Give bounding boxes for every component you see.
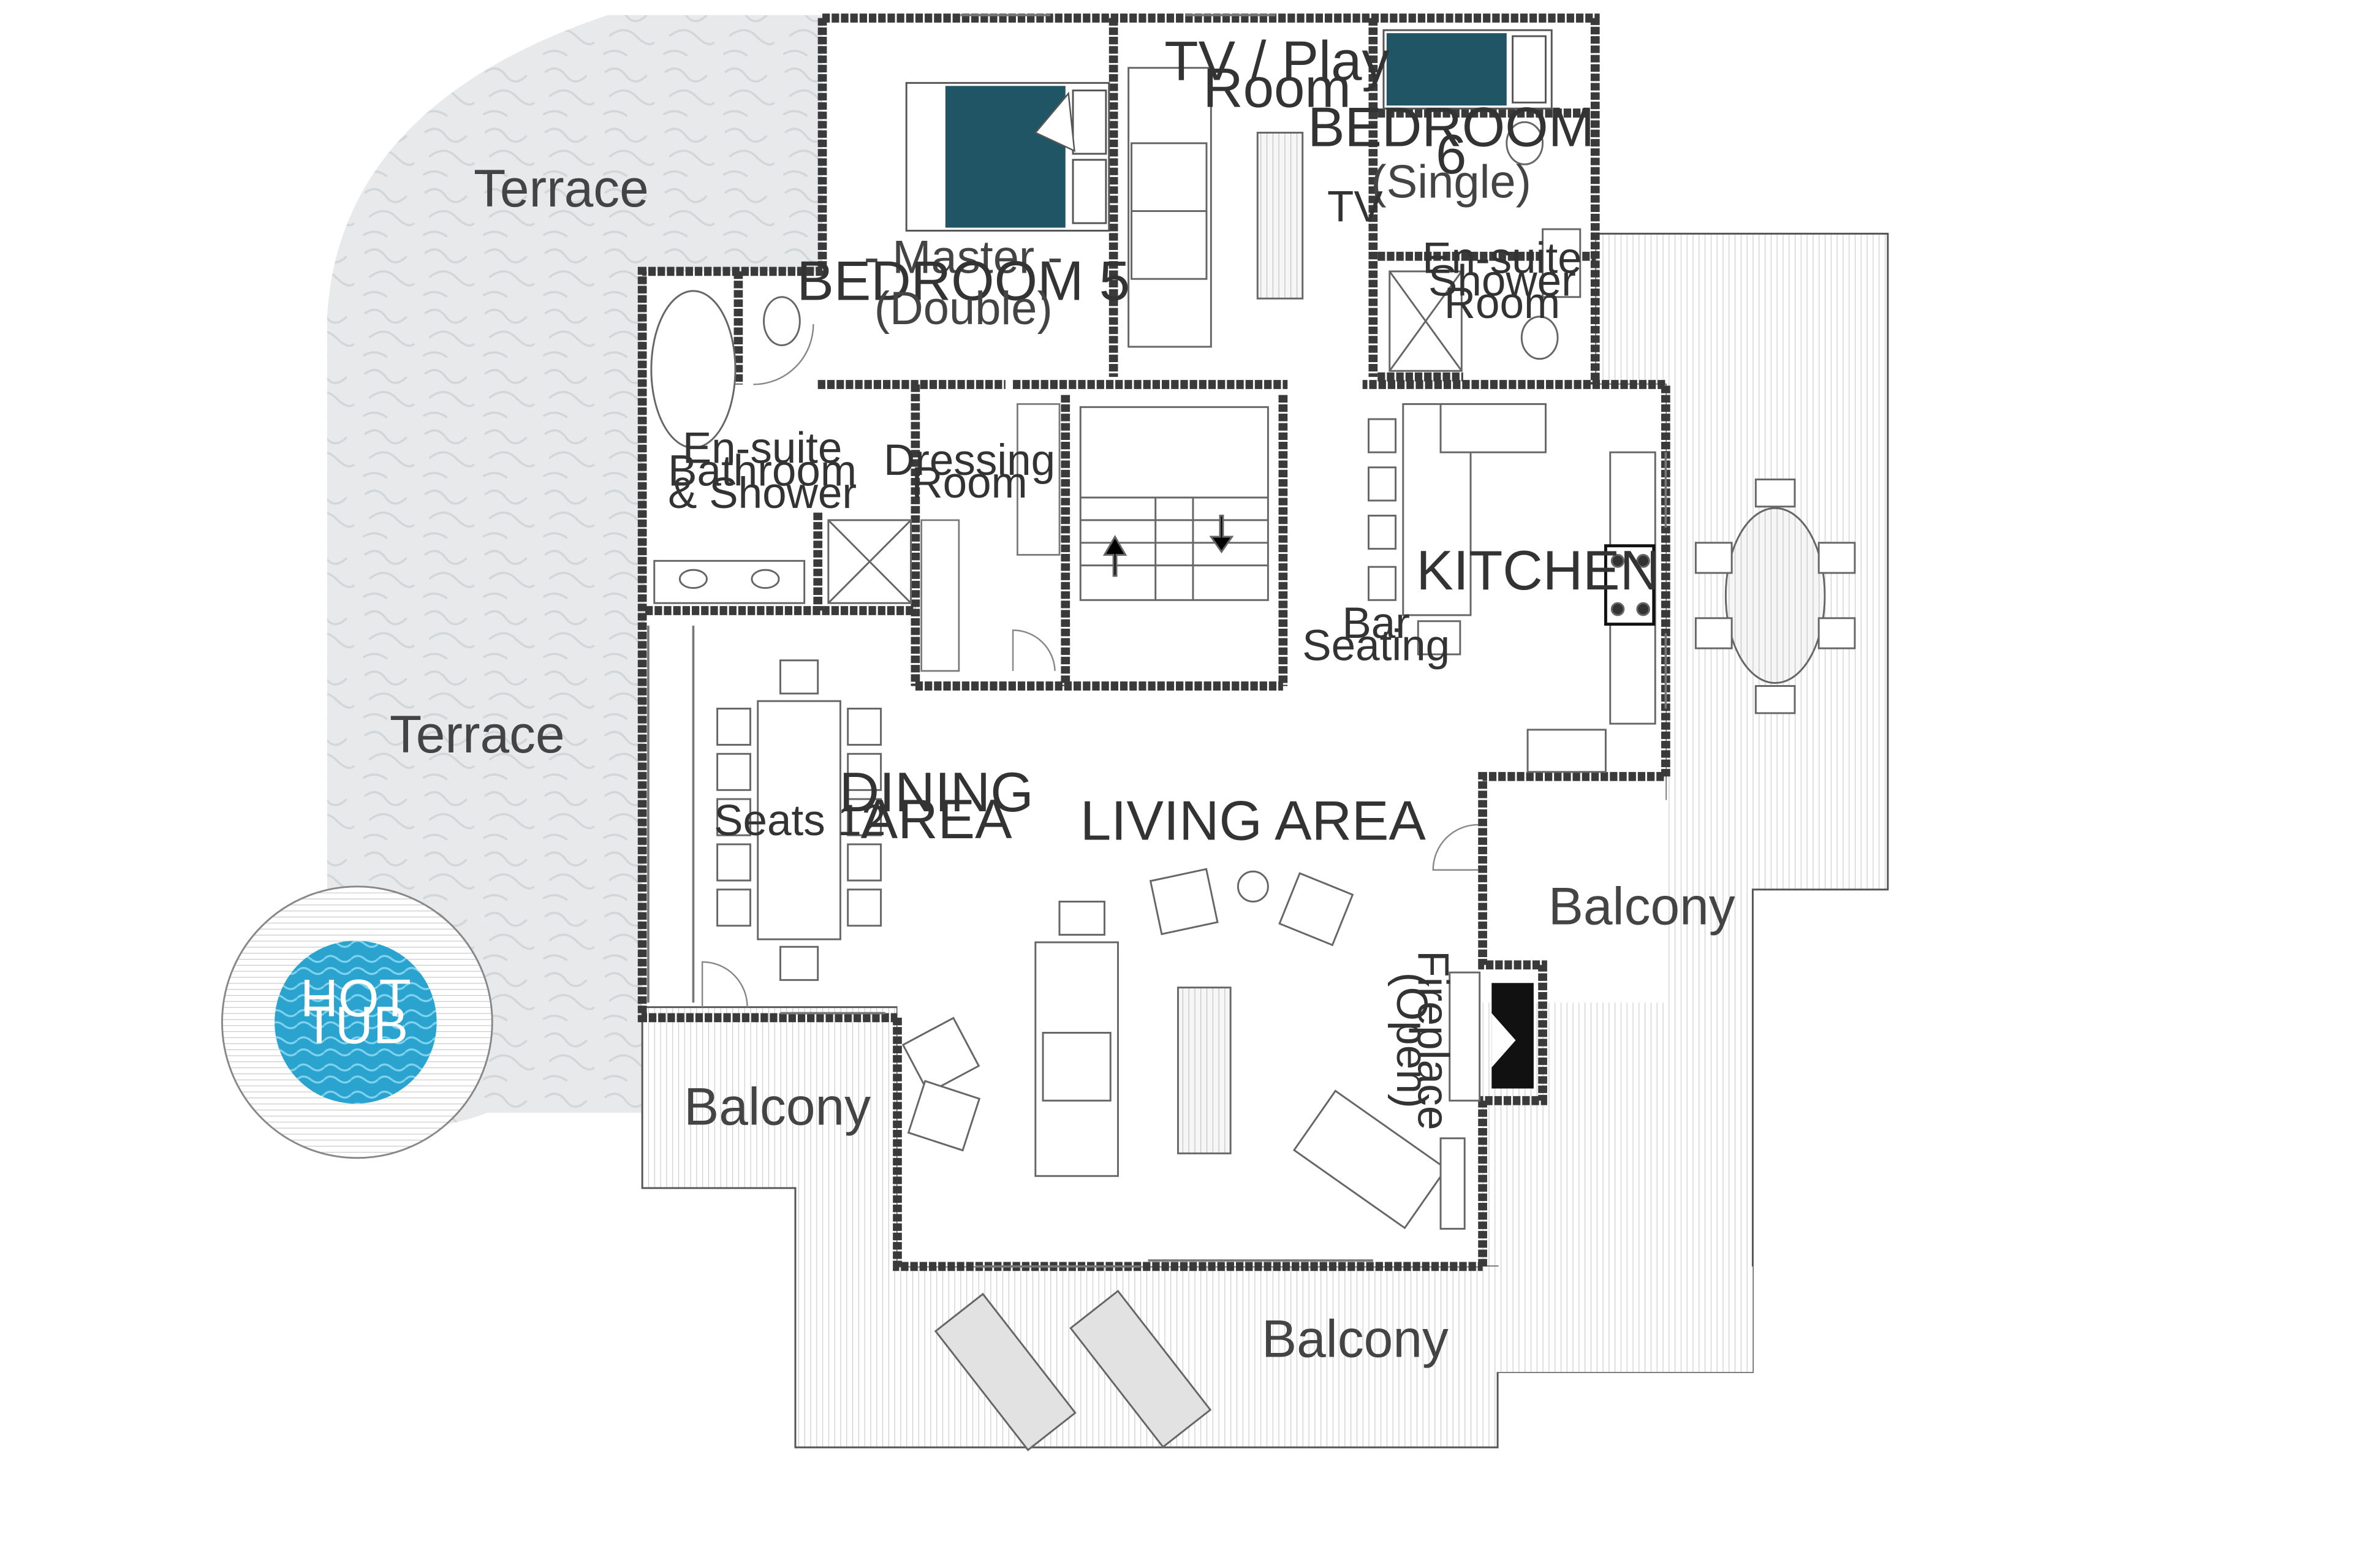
bedroom6-bed — [1382, 29, 1553, 110]
balcony-left-label: Balcony — [684, 1077, 871, 1136]
hot-tub-water — [275, 941, 437, 1104]
kitchen-label: KITCHEN — [1416, 540, 1660, 602]
room-labels: TV / Play Room BEDROOM 6 (Single) TV - M… — [668, 30, 1660, 1130]
ensuite-bath-label-2: Bathroom — [668, 447, 857, 495]
bath-fixtures — [650, 121, 1582, 604]
fireplace-label: Fireplace — [1408, 950, 1457, 1130]
door-swings — [701, 324, 1479, 1007]
bedroom6-label-1: BEDROOM — [1308, 96, 1594, 158]
bar-label-1: Bar — [1342, 599, 1410, 648]
bedroom6-label-2: 6 — [1436, 124, 1466, 186]
balcony-right-label: Balcony — [1548, 877, 1735, 936]
staircase — [1079, 406, 1269, 601]
master-bedroom-label: BEDROOM 5 — [797, 250, 1130, 312]
dressing-units — [920, 403, 1061, 672]
master-note: (Double) — [874, 282, 1053, 335]
balcony-bottom-label: Balcony — [1262, 1309, 1449, 1368]
dining-label-1: DINING — [839, 762, 1034, 824]
fireplace — [1449, 971, 1534, 1102]
fireplace-note: (Open) — [1387, 972, 1436, 1108]
tv-room-label-1: TV / Play — [1164, 30, 1390, 92]
kitchen-fittings — [1368, 403, 1656, 773]
dining-table — [716, 659, 882, 981]
living-furniture — [901, 868, 1466, 1230]
dressing-label-2: Room — [911, 459, 1027, 507]
living-area-label: LIVING AREA — [1080, 790, 1426, 852]
seats-label: Seats 12 — [714, 797, 885, 845]
master-bed — [905, 81, 1110, 232]
tv-room-label-2: Room — [1203, 58, 1351, 119]
bar-label-2: Seating — [1302, 622, 1450, 670]
master-prefix: - Master - — [864, 231, 1063, 283]
hot-tub-label-2: TUB — [303, 996, 408, 1055]
terrace-mid-label: Terrace — [390, 705, 565, 764]
terrace-top-label: Terrace — [474, 159, 649, 218]
bedroom6-note: (Single) — [1371, 156, 1531, 208]
ensuite-shower-label-2: Shower — [1428, 257, 1576, 305]
ensuite-shower-label-3: Room — [1444, 279, 1560, 328]
ensuite-bath-label-1: En-suite — [683, 424, 842, 472]
balcony-dining-set — [1694, 478, 1856, 714]
hot-tub-label-1: HOT — [300, 969, 411, 1028]
windows — [647, 13, 1667, 1268]
outdoor-labels: Terrace Terrace Balcony Balcony Balcony … — [300, 159, 1735, 1369]
ensuite-bath-label-3: & Shower — [668, 469, 857, 518]
dining-label-2: AREA — [861, 789, 1012, 850]
ensuite-shower-label-1: En-suite — [1422, 234, 1582, 282]
sun-loungers — [934, 1289, 1212, 1452]
tv-mark: TV — [1327, 183, 1383, 232]
dressing-label-1: Dressing — [884, 436, 1055, 485]
tv-room-furniture — [1127, 67, 1304, 348]
